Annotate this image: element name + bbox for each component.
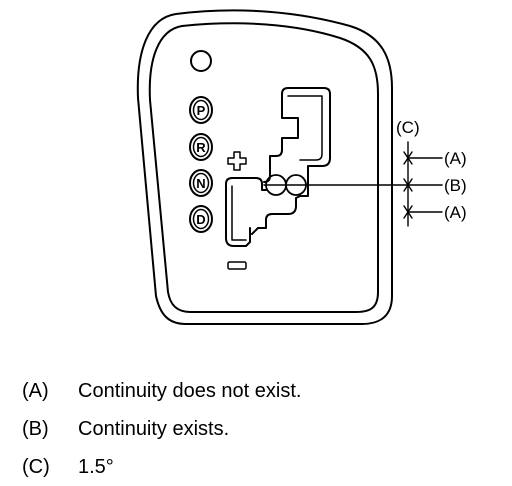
- dimension-markers: [403, 141, 443, 227]
- gear-badge-d: D: [189, 205, 213, 233]
- legend-text-c: 1.5°: [78, 456, 114, 478]
- legend-item: (C) 1.5°: [22, 448, 301, 486]
- legend: (A) Continuity does not exist. (B) Conti…: [22, 372, 301, 486]
- legend-item: (B) Continuity exists.: [22, 410, 301, 448]
- callout-label-a-bottom: (A): [444, 203, 467, 222]
- legend-key-a: (A): [22, 380, 49, 402]
- gear-badge-n: N: [189, 169, 213, 197]
- gear-label-r: R: [196, 140, 206, 155]
- plus-icon: [227, 151, 247, 171]
- shift-gate-upper-inner: [287, 95, 323, 161]
- shift-gate-lower: [225, 177, 267, 247]
- gear-label-d: D: [196, 212, 205, 227]
- dimension-arrow-2: [403, 157, 413, 165]
- gear-badge-p: P: [189, 96, 213, 124]
- gear-badge-r: R: [189, 133, 213, 161]
- legend-text-b: Continuity exists.: [78, 418, 230, 440]
- shift-gate-lower-shadow: [231, 185, 247, 241]
- shift-gate-upper: [251, 87, 331, 235]
- dimension-arrow-4: [403, 184, 413, 192]
- callout-label-c: (C): [396, 118, 420, 137]
- shift-gate: [225, 87, 331, 247]
- shifter-diagram: P R N D (C: [136, 9, 467, 325]
- legend-key-b: (B): [22, 418, 49, 440]
- shift-gate-step: [263, 93, 299, 183]
- callout-label-a-top: (A): [444, 149, 467, 168]
- indicator-slot: [227, 261, 247, 270]
- legend-text-a: Continuity does not exist.: [78, 380, 302, 402]
- dimension-arrow-6: [403, 211, 413, 219]
- selector-button: [190, 50, 212, 72]
- gear-label-n: N: [196, 176, 205, 191]
- shifter-bezel-inner: [148, 22, 379, 313]
- shifter-bezel-outer: [136, 9, 393, 325]
- callout-label-b: (B): [444, 176, 467, 195]
- legend-key-c: (C): [22, 456, 50, 478]
- gear-label-p: P: [197, 103, 206, 118]
- legend-item: (A) Continuity does not exist.: [22, 372, 301, 410]
